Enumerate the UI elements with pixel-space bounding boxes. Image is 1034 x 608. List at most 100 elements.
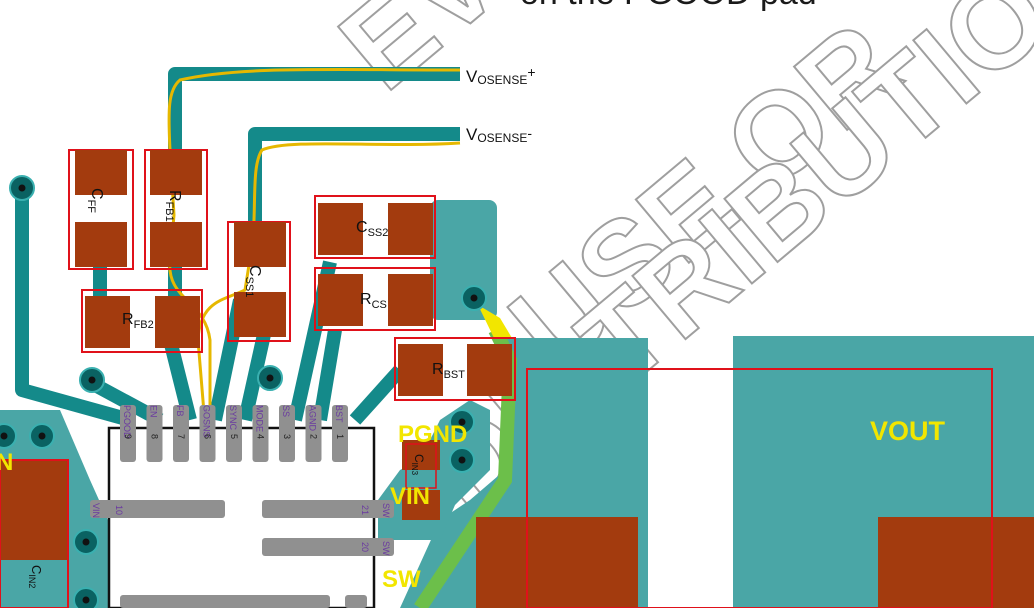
- css2-pad-right: [388, 203, 433, 255]
- via-hole-7: [0, 432, 8, 440]
- ic-pin-number: 9: [123, 434, 133, 439]
- trace-vsense-pos: [168, 67, 460, 155]
- rfb2-pad-left: [85, 296, 130, 348]
- cin3-outline: [405, 443, 437, 489]
- ic-pin-number: 2: [309, 434, 319, 439]
- css2-pad-left: [318, 203, 363, 255]
- via-hole-10: [82, 596, 90, 604]
- side-pins: VIN 10 21 SW 20 SW: [90, 500, 394, 608]
- rbst-pad-left: [398, 344, 443, 396]
- ic-pin-number: 8: [150, 434, 160, 439]
- ic-pin-number: 7: [176, 434, 186, 439]
- cff-pad-bottom: [75, 222, 127, 267]
- bst-highlight: [478, 305, 512, 338]
- cin3-pad-bottom: [402, 490, 440, 520]
- component-cin2: CIN2: [0, 459, 69, 608]
- ic-pin-name: MODE: [255, 405, 265, 432]
- component-cff: CFF: [68, 149, 134, 270]
- pin-20-name: SW: [381, 541, 391, 556]
- via-holes: [0, 184, 478, 604]
- rfb2-outline: [81, 289, 203, 353]
- css2-outline: [314, 195, 436, 259]
- component-rfb2: RFB2: [81, 289, 203, 353]
- css1-pad-top: [234, 222, 286, 267]
- cin3-pad-top: [402, 440, 440, 470]
- rfb1-pad-bottom: [150, 222, 202, 267]
- pin-21-pad: [262, 500, 394, 518]
- vsense-neg-route: [196, 141, 461, 426]
- cff-label: CFF: [85, 188, 105, 213]
- css1-label: CSS1: [243, 265, 263, 297]
- ic-pin-number: 5: [229, 434, 239, 439]
- via-hole-5: [458, 418, 466, 426]
- ic-pin-pad: [120, 405, 136, 462]
- header-text: on the PGOOD pad: [520, 0, 817, 12]
- rfb2-pad-right: [155, 296, 200, 348]
- via-hole-8: [38, 432, 46, 440]
- trace-rcs: [313, 328, 342, 422]
- component-css1: CSS1: [227, 221, 291, 342]
- css1-pad-bottom: [234, 292, 286, 337]
- vsense-pos-label: VOSENSE+: [466, 64, 536, 87]
- cin2-label: CIN2: [27, 565, 44, 588]
- sw-power-pad: [476, 517, 638, 608]
- ic-pin-name: AGND: [308, 405, 318, 432]
- ic-pin-number: 4: [256, 434, 266, 439]
- rbst-label: RBST: [432, 361, 465, 381]
- cin2-outline: [0, 459, 69, 608]
- ic-pin-pad: [226, 405, 242, 462]
- ic-pin-name: GOSNS: [202, 405, 212, 438]
- ic-pin-pad: [252, 405, 269, 462]
- ic-pin-pad: [173, 405, 189, 462]
- component-rfb1: RFB1: [144, 149, 208, 270]
- component-css2: CSS2: [314, 195, 436, 259]
- ic-pin-name: FB: [175, 405, 185, 417]
- via-hole-6: [458, 456, 466, 464]
- net-label-pgnd: PGND: [398, 421, 467, 448]
- pin-20-pad: [262, 538, 394, 556]
- ic-pin-7: FB 7: [173, 405, 189, 462]
- rbst-pad-right: [467, 344, 512, 396]
- pin-21-number: 21: [360, 505, 370, 515]
- via-7: [0, 423, 17, 449]
- ic-pin-name: EN: [149, 405, 159, 418]
- via-hole-3: [266, 374, 274, 382]
- cff-pad-top: [75, 150, 127, 195]
- ic-pin-4: MODE 4: [252, 405, 269, 462]
- vout-outline: [526, 368, 993, 608]
- ic-pin-pad: [199, 405, 216, 462]
- rfb1-label: RFB1: [163, 190, 183, 222]
- ic-pin-pad: [279, 405, 295, 462]
- cin3-label: CIN3: [410, 454, 426, 476]
- cin2-pad: [0, 460, 68, 560]
- rcs-pad-left: [318, 274, 363, 326]
- rfb2-label: RFB2: [122, 311, 154, 331]
- trace-pgood: [15, 188, 132, 427]
- rcs-pad-right: [388, 274, 433, 326]
- ic-pin-pad: [305, 405, 322, 462]
- net-label-vin: VIN: [390, 483, 430, 510]
- trace-css1-ss: [238, 328, 272, 422]
- vsense-neg-label: VOSENSE-: [466, 125, 532, 145]
- net-label-vout: VOUT: [870, 416, 946, 446]
- ic-pin-number: 6: [203, 434, 213, 439]
- ic-pin-name: BST: [334, 405, 344, 423]
- component-rcs: RCS: [314, 267, 436, 331]
- pin-10-number: 10: [114, 505, 124, 515]
- component-rbst: RBST: [394, 337, 516, 401]
- rcs-label: RCS: [360, 291, 387, 311]
- ic-pin-8: EN 8: [146, 405, 163, 462]
- ic-pin-number: 3: [282, 434, 292, 439]
- rfb1-pad-top: [150, 150, 202, 195]
- pin-21-name: SW: [381, 503, 391, 518]
- ic-pin-pad: [332, 405, 348, 462]
- via-hole-9: [82, 538, 90, 546]
- ic-pin-name: PGOOD: [122, 405, 132, 439]
- pin-lower-pad: [120, 595, 330, 608]
- component-cin3: CIN3: [402, 440, 440, 520]
- via-hole-1: [18, 184, 26, 192]
